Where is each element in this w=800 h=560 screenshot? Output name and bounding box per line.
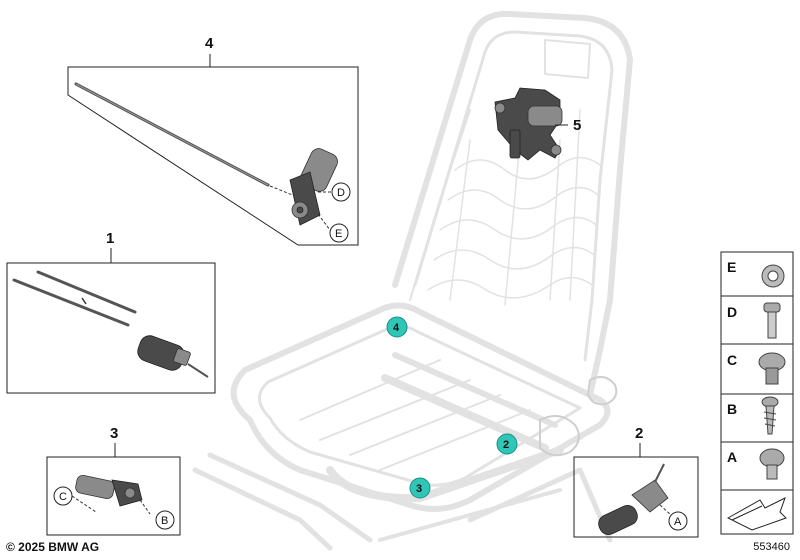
marker-3-label: 3 — [416, 483, 422, 495]
box4-letter-e: E — [329, 223, 349, 243]
svg-text:C: C — [59, 491, 67, 503]
callout-5: 5 — [573, 117, 581, 134]
part-1-motor[interactable] — [135, 333, 209, 378]
callout-box-1[interactable]: 1 — [6, 230, 216, 394]
fastener-e[interactable]: E — [727, 259, 785, 288]
svg-text:D: D — [727, 304, 737, 320]
seat-frame — [192, 10, 633, 551]
fastener-a[interactable]: A — [727, 448, 785, 480]
part-4-motor[interactable] — [289, 146, 340, 231]
fastener-d[interactable]: D — [727, 302, 781, 339]
marker-4-label: 4 — [393, 322, 400, 334]
drawing-number: 553460 — [753, 541, 790, 553]
svg-text:B: B — [161, 515, 168, 527]
svg-text:E: E — [727, 259, 736, 275]
marker-3[interactable]: 3 — [409, 477, 431, 499]
svg-text:A: A — [727, 449, 737, 465]
marker-4[interactable]: 4 — [386, 316, 408, 338]
part-2-motor[interactable] — [596, 463, 673, 538]
callout-box-4[interactable]: 4 D E — [67, 35, 359, 246]
svg-text:B: B — [727, 401, 737, 417]
box2-letter-a: A — [668, 511, 688, 531]
callout-3: 3 — [110, 425, 118, 442]
fastener-panel: E D C B A — [720, 251, 794, 535]
callout-1: 1 — [106, 230, 114, 247]
callout-box-2[interactable]: 2 A — [573, 425, 699, 538]
part-3-motor[interactable] — [71, 474, 151, 515]
arrow-icon — [726, 496, 787, 531]
callout-2: 2 — [635, 425, 643, 442]
marker-2-label: 2 — [503, 439, 509, 451]
box3-letter-b: B — [155, 510, 175, 530]
svg-text:D: D — [337, 187, 345, 199]
copyright: © 2025 BMW AG — [6, 540, 100, 554]
box3-letter-c: C — [53, 486, 73, 506]
fastener-b[interactable]: B — [727, 396, 779, 435]
callout-4: 4 — [205, 35, 214, 52]
callout-box-3[interactable]: 3 C B — [46, 425, 181, 536]
svg-text:E: E — [335, 228, 342, 240]
part-5-actuator[interactable] — [494, 87, 563, 161]
svg-text:A: A — [674, 516, 682, 528]
marker-2[interactable]: 2 — [496, 433, 518, 455]
svg-text:C: C — [727, 352, 737, 368]
fastener-c[interactable]: C — [727, 352, 786, 385]
box4-letter-d: D — [331, 182, 351, 202]
